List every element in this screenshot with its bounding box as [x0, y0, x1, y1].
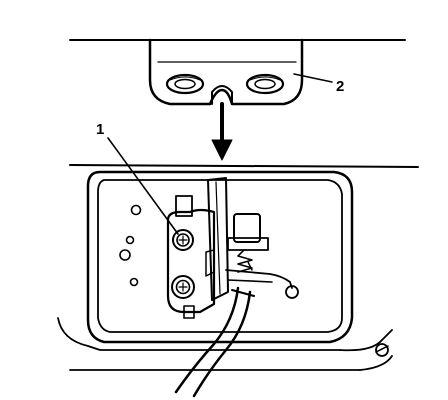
latch-actuator — [225, 213, 299, 299]
panel-holes — [119, 204, 142, 287]
striker-right-slot — [245, 73, 285, 95]
installation-arrow — [211, 102, 233, 161]
striker-left-slot — [165, 73, 205, 95]
upper-bolt — [172, 229, 194, 251]
striker-bracket — [148, 38, 304, 106]
latch-plate — [205, 177, 229, 301]
latch-body — [166, 195, 216, 319]
callout-1-label: 1 — [96, 121, 104, 138]
callout-2-leader — [293, 73, 333, 83]
callout-2-label: 2 — [336, 78, 344, 95]
lower-body-edge — [69, 164, 419, 168]
striker-pin — [211, 85, 233, 105]
door-panel — [57, 170, 393, 371]
release-cable — [174, 286, 255, 398]
lower-bolt — [171, 275, 195, 299]
callout-1-leader — [107, 137, 179, 235]
